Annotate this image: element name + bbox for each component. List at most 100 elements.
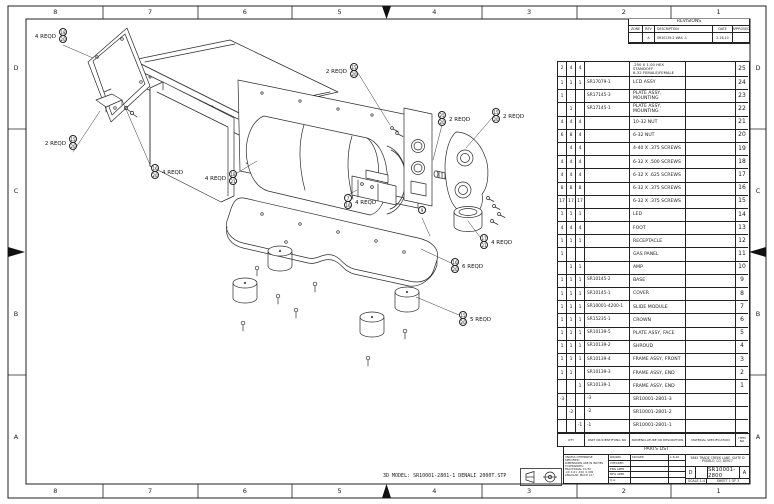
qty-cell: 4	[576, 62, 585, 77]
part-number-cell: SR10139-3	[585, 367, 630, 381]
crown-cylinder-part	[453, 206, 483, 232]
item-number-cell: 13	[736, 222, 748, 236]
drawing-number: SR10001-2800	[708, 467, 736, 478]
qty-cell: 1	[558, 77, 567, 91]
item-balloon-20: 20	[438, 118, 446, 126]
part-number-cell: SR10139-4	[585, 353, 630, 368]
part-number-cell	[585, 261, 630, 275]
reqd-label: 4 REQD	[204, 176, 226, 182]
description-cell: LCD ASSY	[630, 77, 686, 91]
qty-cell	[567, 248, 576, 262]
zone-number-bottom: 7	[148, 487, 153, 495]
material-cell	[686, 208, 736, 223]
item-balloon-18: 18	[59, 28, 67, 36]
qty-cell: 8	[558, 182, 567, 196]
material-cell	[686, 182, 736, 196]
material-cell	[686, 288, 736, 302]
zone-letter-right: B	[755, 309, 761, 318]
item-number-cell: 8	[736, 288, 748, 302]
rev-value	[733, 33, 749, 42]
zone-number-top: 7	[148, 8, 153, 16]
qty-cell: 1	[576, 327, 585, 341]
description-cell: 10-32 NUT	[630, 116, 686, 130]
zone-number-bottom: 5	[337, 487, 342, 495]
item-balloon-20: 20	[492, 115, 500, 123]
material-cell	[686, 340, 736, 354]
zone-letter-left: B	[13, 309, 19, 318]
zone-number-top: 6	[242, 8, 247, 16]
description-cell: PLATE ASSY, FACE	[630, 327, 686, 341]
signature-date	[669, 472, 685, 477]
qty-cell: 1	[558, 235, 567, 249]
qty-cell: 4	[576, 222, 585, 236]
rev-value: 2-16-10	[713, 33, 733, 42]
zone-number-bottom: 2	[621, 487, 626, 495]
description-cell: 6-32 X .375 SCREWS	[630, 182, 686, 196]
base-plate-part	[225, 197, 438, 287]
item-balloon-9: 9	[418, 206, 426, 214]
reqd-label: 4 REQD	[34, 34, 56, 40]
slide-module-part	[351, 169, 397, 206]
item-number-cell: 21	[736, 117, 748, 130]
material-cell	[686, 116, 736, 130]
item-number-cell: 5	[736, 328, 748, 341]
item-balloon-20: 20	[451, 265, 459, 273]
qty-cell: 1	[558, 327, 567, 341]
qty-cell	[558, 142, 567, 157]
receptacle-panel-part	[403, 107, 433, 207]
material-cell	[686, 406, 736, 420]
signature-label: ENG APPR	[609, 466, 631, 472]
zone-number-bottom: 6	[242, 487, 247, 495]
qty-cell: 1	[567, 261, 576, 275]
tolerance-line: .XX ±.01 .XXX ±.005	[565, 470, 594, 475]
tolerance-line: UNLESS OTHERWISE SPECIFIED:	[565, 455, 593, 463]
part-number-cell	[585, 62, 630, 77]
material-cell	[686, 274, 736, 288]
tolerance-line: FRACTIONAL ±1/32	[565, 467, 592, 472]
screw-icons	[240, 126, 506, 367]
qty-cell	[576, 248, 585, 262]
item-number-cell: 17	[736, 169, 748, 183]
part-number-cell: SR10139-2	[585, 340, 630, 354]
qty-cell: 1	[576, 380, 585, 394]
material-cell	[686, 380, 736, 394]
leader-lines	[62, 44, 493, 316]
qty-cell: 4	[576, 169, 585, 183]
description-cell: 4-40 X .375 SCREWS	[630, 142, 686, 157]
part-number-cell: -3	[585, 393, 630, 407]
zone-letter-left: C	[13, 186, 19, 195]
face-plate-part	[444, 131, 489, 217]
qty-cell: 1	[558, 367, 567, 381]
zone-number-top: 5	[337, 8, 342, 16]
rev-col-description: DESCRIPTION	[655, 26, 713, 32]
zone-number-top: 2	[621, 8, 626, 16]
qty-cell: 1	[567, 327, 576, 341]
qty-cell: 4	[576, 116, 585, 130]
material-cell	[686, 301, 736, 315]
zone-number-bottom: 4	[432, 487, 437, 495]
description-cell: FRAME ASSY, END	[630, 380, 686, 394]
description-cell: RECEPTACLE	[630, 235, 686, 249]
item-number-cell: 22	[736, 103, 748, 117]
item-number-cell: 18	[736, 156, 748, 170]
qty-cell	[558, 261, 567, 275]
item-number-cell: 9	[736, 275, 748, 288]
item-number-cell: 16	[736, 183, 748, 196]
item-number-cell: 1	[736, 380, 748, 394]
item-balloon-15: 15	[69, 135, 77, 143]
part-number-cell: -2	[585, 406, 630, 420]
qty-cell: 1	[576, 77, 585, 91]
